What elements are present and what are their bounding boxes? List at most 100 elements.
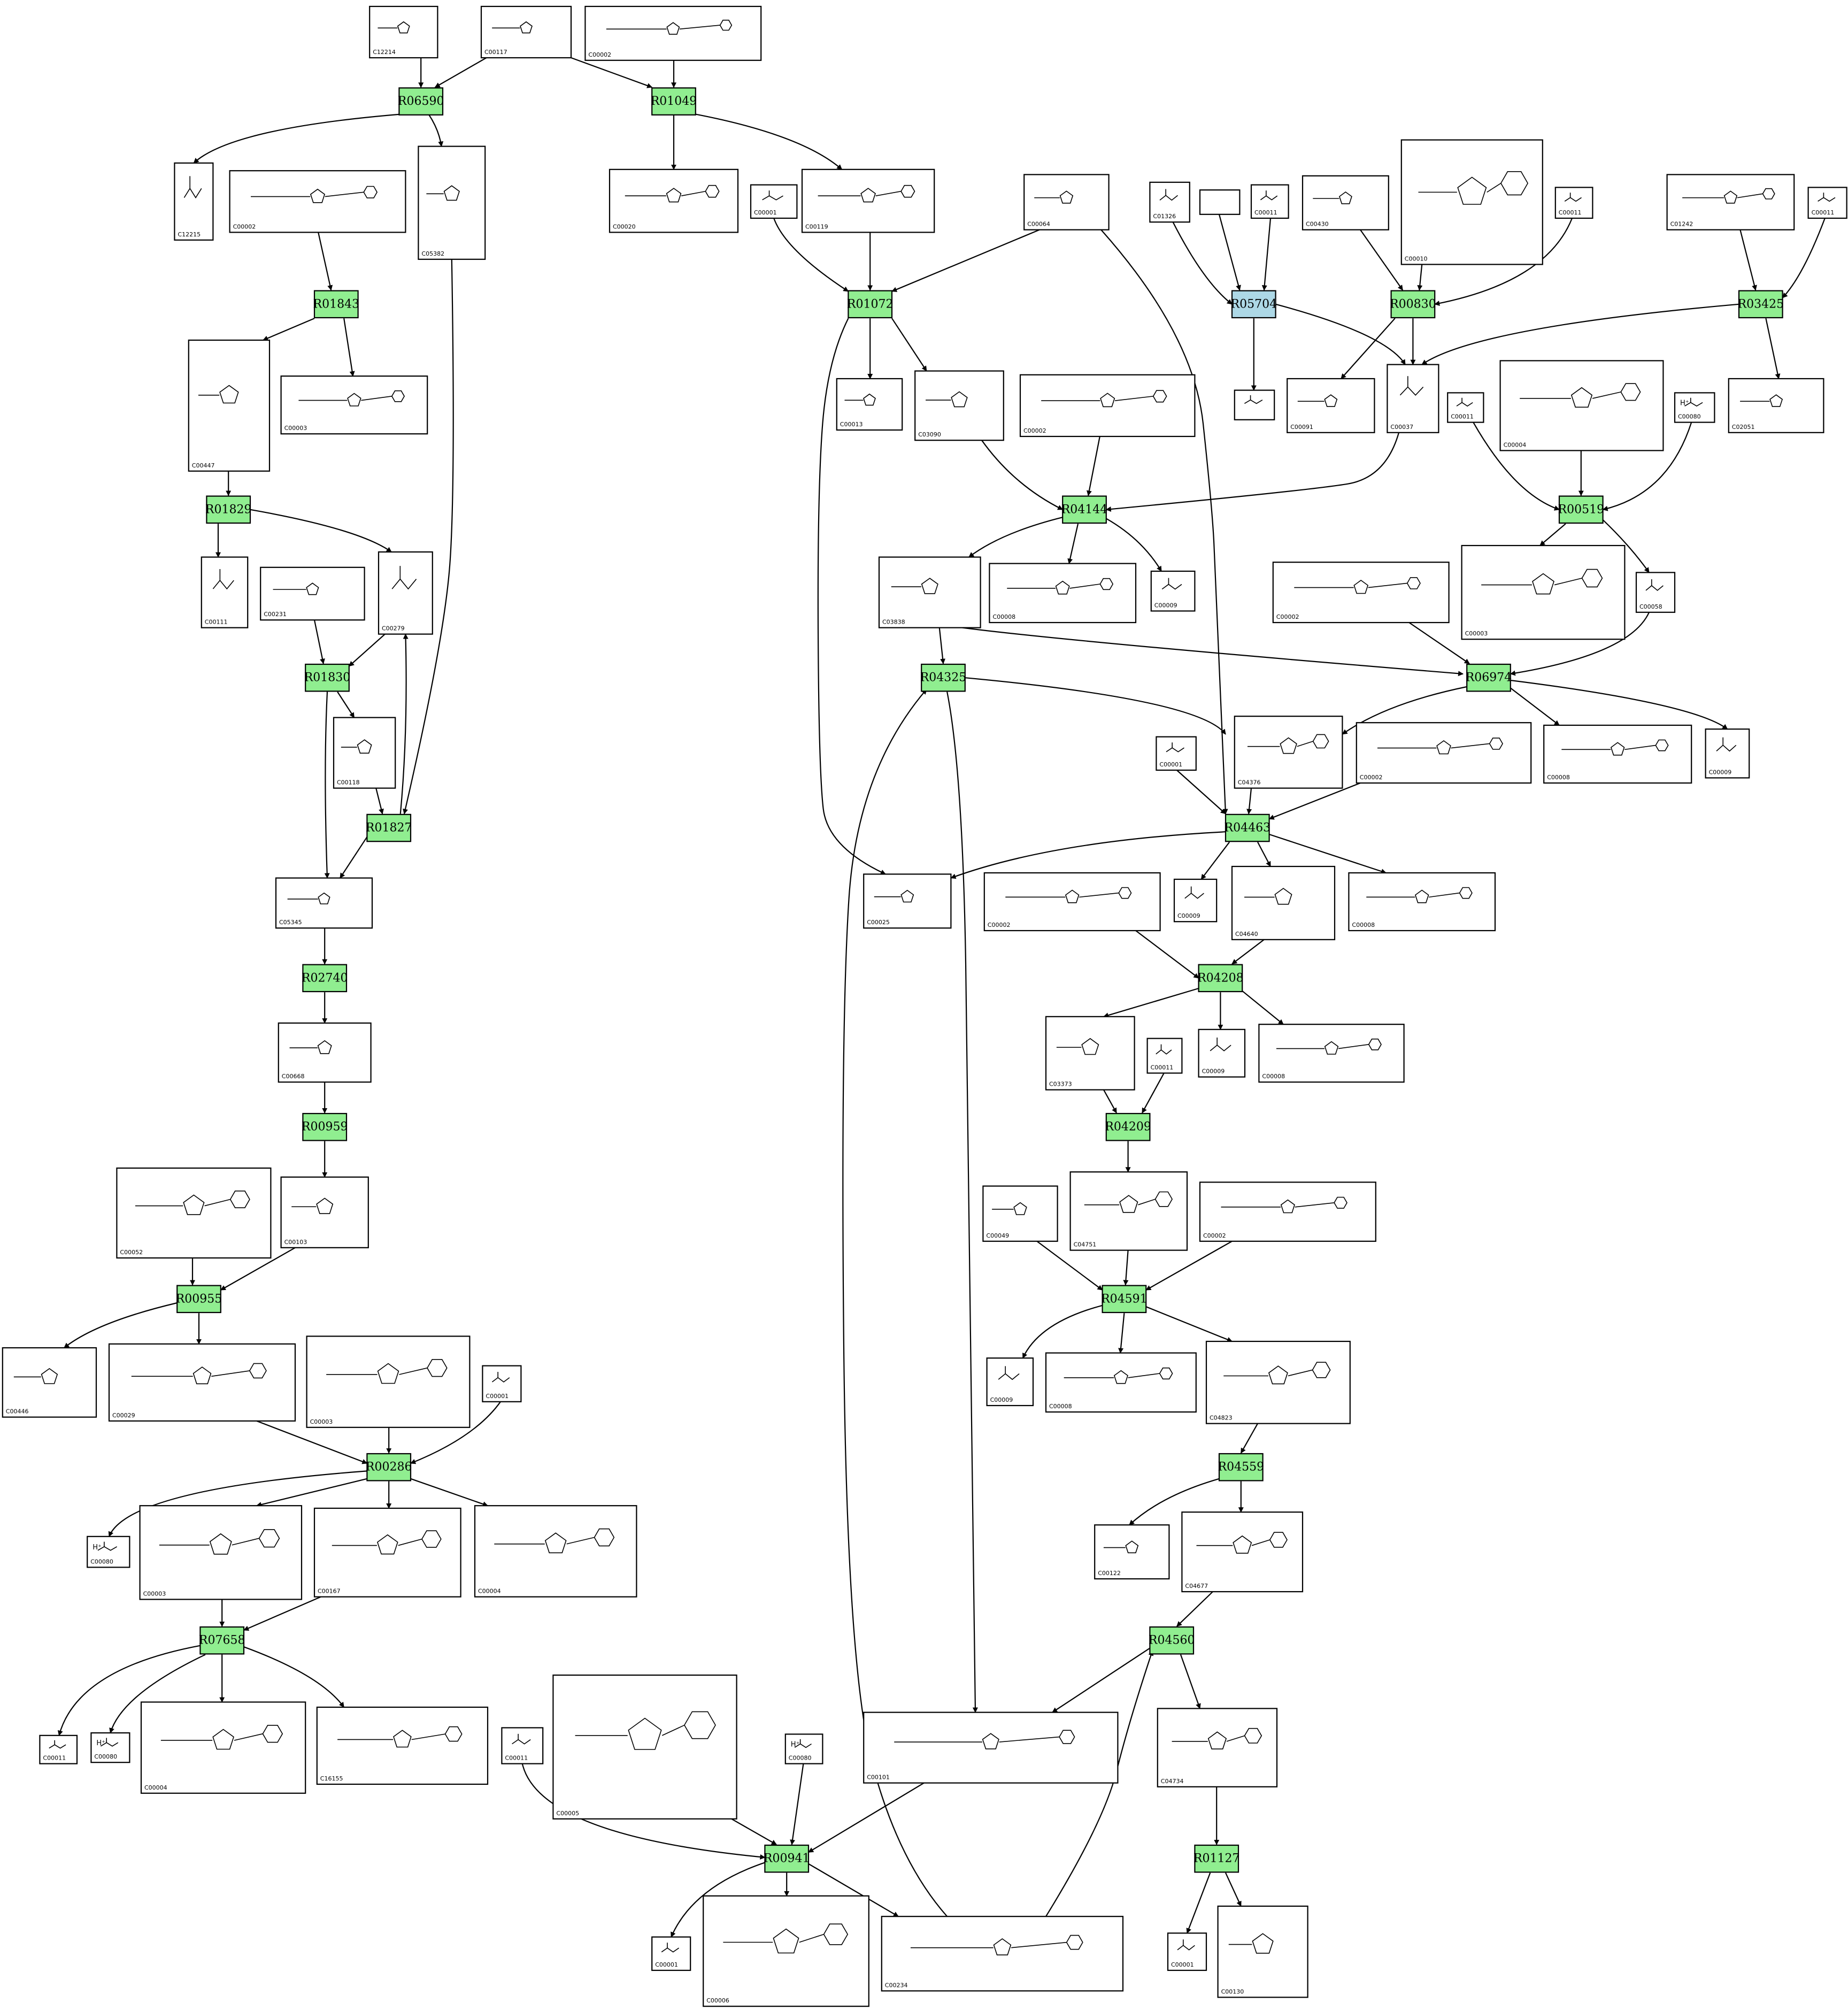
reaction-node[interactable]: R06590 — [398, 87, 444, 116]
reaction-node[interactable]: R00830 — [1390, 290, 1436, 319]
compound-node[interactable]: C00008 — [989, 563, 1137, 624]
compound-node[interactable]: C00001 — [1156, 736, 1197, 771]
compound-node[interactable]: C00279 — [378, 551, 433, 635]
compound-node[interactable]: C00011 — [1250, 184, 1289, 219]
compound-node[interactable]: C00008 — [1045, 1352, 1197, 1413]
compound-node[interactable]: C00231 — [260, 566, 365, 621]
compound-node[interactable]: C04734 — [1157, 1708, 1278, 1787]
compound-node[interactable]: C00668 — [278, 1022, 372, 1083]
reaction-node[interactable]: R00941 — [764, 1844, 810, 1873]
reaction-node[interactable]: R04463 — [1225, 813, 1271, 842]
reaction-node[interactable]: R06974 — [1466, 663, 1512, 692]
compound-node[interactable]: C05382 — [418, 145, 486, 260]
compound-node[interactable]: C03090 — [914, 370, 1004, 441]
compound-node[interactable]: C00002 — [983, 872, 1161, 932]
compound-node[interactable] — [1234, 389, 1275, 420]
compound-node[interactable]: H⁺C00080 — [784, 1733, 823, 1764]
reaction-node[interactable]: R01827 — [366, 813, 412, 842]
compound-node[interactable]: C00011 — [1807, 187, 1847, 219]
compound-node[interactable]: C00052 — [116, 1167, 272, 1259]
reaction-node[interactable]: R00286 — [366, 1453, 412, 1482]
reaction-node[interactable]: R04208 — [1197, 964, 1244, 993]
compound-node[interactable]: C01326 — [1149, 181, 1190, 223]
reaction-node[interactable]: R04559 — [1218, 1453, 1265, 1482]
compound-node[interactable]: C00001 — [1167, 1932, 1207, 1971]
compound-node[interactable]: H⁺C00080 — [90, 1732, 130, 1763]
compound-node[interactable]: C00001 — [651, 1936, 691, 1971]
compound-node[interactable] — [1199, 189, 1241, 215]
compound-node[interactable]: C00009 — [1705, 728, 1750, 779]
reaction-node[interactable]: R04325 — [920, 663, 967, 692]
reaction-node[interactable]: R00959 — [302, 1112, 348, 1141]
compound-node[interactable]: C00029 — [108, 1343, 296, 1422]
compound-node[interactable]: C04823 — [1205, 1340, 1351, 1424]
compound-node[interactable]: C00037 — [1387, 364, 1439, 433]
compound-node[interactable]: C00011 — [1447, 392, 1484, 423]
compound-node[interactable]: C00430 — [1302, 175, 1389, 231]
compound-node[interactable]: C00049 — [982, 1185, 1058, 1242]
compound-node[interactable]: C00003 — [280, 375, 428, 435]
compound-node[interactable]: H⁺C00080 — [87, 1536, 130, 1568]
compound-node[interactable]: C00011 — [1146, 1038, 1183, 1074]
reaction-node[interactable]: R00955 — [176, 1285, 222, 1314]
compound-node[interactable]: C00011 — [1554, 187, 1593, 219]
compound-node[interactable]: C03373 — [1045, 1016, 1135, 1091]
reaction-node[interactable]: R04591 — [1101, 1285, 1148, 1314]
compound-node[interactable]: C02051 — [1728, 378, 1824, 433]
reaction-node[interactable]: R00519 — [1558, 495, 1605, 524]
compound-node[interactable]: C00118 — [333, 717, 396, 789]
compound-node[interactable]: C00005 — [552, 1674, 737, 1820]
compound-node[interactable]: C12215 — [174, 162, 214, 241]
compound-node[interactable]: C00003 — [1461, 544, 1626, 640]
compound-node[interactable]: C01242 — [1666, 174, 1795, 231]
compound-node[interactable]: C00091 — [1287, 378, 1375, 433]
compound-node[interactable]: C00003 — [139, 1505, 303, 1600]
compound-node[interactable]: C00002 — [584, 5, 762, 61]
reaction-node[interactable]: R04209 — [1105, 1112, 1151, 1141]
compound-node[interactable]: C00002 — [229, 170, 406, 233]
reaction-node[interactable]: R03425 — [1738, 290, 1784, 319]
compound-node[interactable]: C00009 — [1198, 1028, 1246, 1078]
compound-node[interactable]: C00009 — [1150, 570, 1196, 612]
compound-node[interactable]: C00011 — [39, 1734, 78, 1764]
reaction-node[interactable]: R01830 — [304, 663, 351, 692]
compound-node[interactable]: C00011 — [501, 1727, 544, 1764]
compound-node[interactable]: C00103 — [280, 1176, 369, 1248]
reaction-node[interactable]: R01829 — [205, 495, 252, 524]
reaction-node[interactable]: R01049 — [651, 87, 697, 116]
compound-node[interactable]: C00003 — [306, 1335, 471, 1428]
compound-node[interactable]: C00119 — [801, 168, 935, 233]
compound-node[interactable]: C00167 — [313, 1507, 461, 1598]
compound-node[interactable]: H⁺C00080 — [1674, 392, 1715, 423]
compound-node[interactable]: C00004 — [140, 1701, 306, 1794]
compound-node[interactable]: C00001 — [482, 1365, 522, 1402]
compound-node[interactable]: C00002 — [1019, 374, 1196, 437]
compound-node[interactable]: C00058 — [1635, 572, 1676, 613]
compound-node[interactable]: C00004 — [474, 1505, 637, 1598]
reaction-node[interactable]: R01072 — [847, 290, 894, 319]
reaction-node[interactable]: R02740 — [302, 964, 348, 993]
reaction-node[interactable]: R01127 — [1194, 1844, 1240, 1873]
compound-node[interactable]: C00006 — [703, 1895, 869, 2007]
compound-node[interactable]: C03838 — [878, 556, 981, 628]
compound-node[interactable]: C04677 — [1181, 1511, 1304, 1593]
compound-node[interactable]: C04640 — [1231, 865, 1336, 940]
compound-node[interactable]: C16155 — [316, 1706, 489, 1785]
compound-node[interactable]: C00447 — [188, 339, 271, 472]
reaction-node[interactable]: R04560 — [1149, 1626, 1195, 1655]
compound-node[interactable]: C00111 — [201, 556, 249, 628]
reaction-node[interactable]: R05704 — [1231, 290, 1277, 319]
compound-node[interactable]: C00001 — [750, 184, 798, 219]
compound-node[interactable]: C00446 — [2, 1347, 97, 1418]
compound-node[interactable]: C00130 — [1217, 1905, 1308, 1998]
compound-node[interactable]: C00009 — [1173, 878, 1218, 923]
compound-node[interactable]: C00004 — [1499, 360, 1664, 451]
compound-node[interactable]: C00002 — [1272, 562, 1450, 624]
reaction-node[interactable]: R07658 — [199, 1626, 245, 1655]
compound-node[interactable]: C00010 — [1400, 139, 1543, 265]
compound-node[interactable]: C00117 — [480, 5, 572, 59]
compound-node[interactable]: C00020 — [609, 168, 739, 233]
compound-node[interactable]: C00122 — [1094, 1524, 1170, 1580]
compound-node[interactable]: C05345 — [275, 877, 373, 929]
compound-node[interactable]: C12214 — [369, 5, 438, 59]
